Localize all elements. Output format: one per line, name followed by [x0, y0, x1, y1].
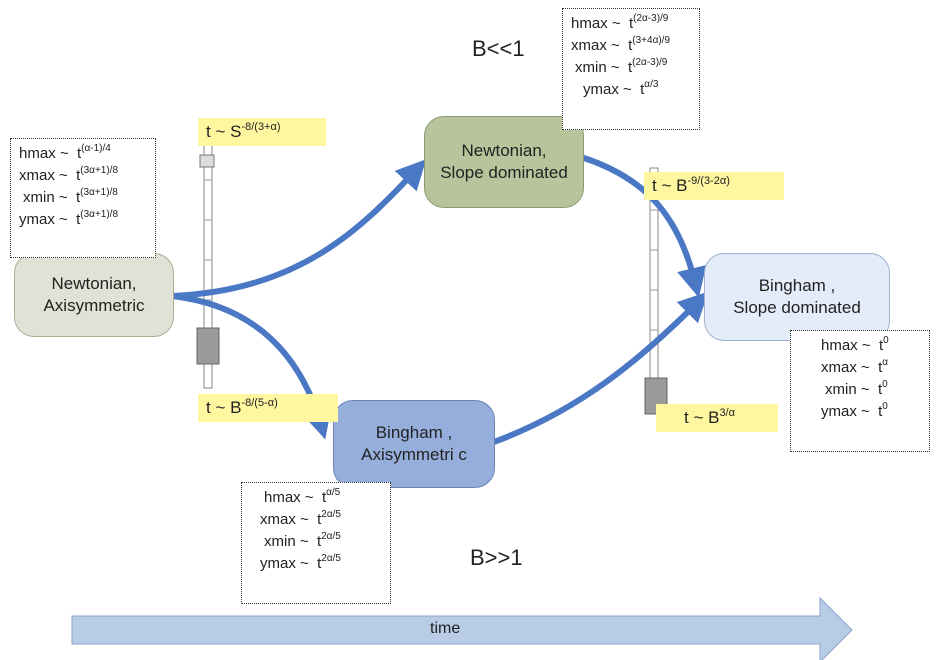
transition-to-newtonian-slope: t ~ S-8/(3+α): [198, 118, 326, 146]
scaling-box-newtonian-axisymmetric: hmax ~ t(α-1)/4 xmax ~ t(3α+1)/8 xmin ~ …: [10, 138, 156, 258]
scaling-hmax: hmax ~ t0: [821, 335, 889, 355]
scaling-xmax: xmax ~ t(3+4α)/9: [571, 35, 671, 55]
slider-newtonian-axisymmetric: [196, 139, 220, 389]
node-line1: Newtonian,: [51, 274, 137, 293]
node-line2: Slope dominated: [733, 298, 861, 317]
node-line1: Bingham ,: [758, 276, 836, 295]
transition-newtonian-slope-to-bingham-slope: t ~ B-9/(3-2α): [644, 172, 784, 200]
regime-low-b: B<<1: [472, 36, 525, 61]
regime-high-b: B>>1: [470, 545, 523, 570]
scaling-box-bingham-slope: hmax ~ t0 xmax ~ tα xmin ~ t0 ymax ~ t0: [790, 330, 930, 452]
scaling-xmax: xmax ~ tα: [821, 357, 889, 377]
transition-bingham-axisymmetric-to-bingham-slope: t ~ B3/α: [656, 404, 778, 432]
scaling-xmax: xmax ~ t2α/5: [260, 509, 341, 529]
scaling-xmin: xmin ~ t(2α-3)/9: [575, 57, 668, 77]
scaling-xmin: xmin ~ t2α/5: [264, 531, 341, 551]
node-newtonian-axisymmetric: Newtonian, Axisymmetric: [14, 253, 174, 337]
arrow-newtonian-slope-to-bingham-slope: [581, 155, 707, 298]
time-arrow: [71, 596, 853, 660]
arrow-to-newtonian-slope: [169, 159, 427, 299]
scaling-ymax: ymax ~ t0: [821, 401, 888, 421]
node-bingham-axisymmetric: Bingham , Axisymmetri c: [333, 400, 495, 488]
scaling-ymax: ymax ~ tα/3: [583, 79, 659, 99]
scaling-box-newtonian-slope: hmax ~ t(2α-3)/9 xmax ~ t(3+4α)/9 xmin ~…: [562, 8, 700, 130]
scaling-box-bingham-axisymmetric: hmax ~ tα/5 xmax ~ t2α/5 xmin ~ t2α/5 ym…: [241, 482, 391, 604]
node-newtonian-slope: Newtonian, Slope dominated: [424, 116, 584, 208]
node-line2: Axisymmetri c: [361, 445, 467, 464]
node-line2: Slope dominated: [440, 163, 568, 182]
arrow-bingham-axisymmetric-to-bingham-slope: [491, 291, 709, 445]
scaling-hmax: hmax ~ t(2α-3)/9: [571, 13, 669, 33]
node-bingham-slope: Bingham , Slope dominated: [704, 253, 890, 341]
node-line1: Newtonian,: [461, 141, 547, 160]
scaling-xmin: xmin ~ t(3α+1)/8: [23, 187, 118, 207]
scaling-xmax: xmax ~ t(3α+1)/8: [19, 165, 119, 185]
scaling-hmax: hmax ~ t(α-1)/4: [19, 143, 111, 163]
time-label: time: [430, 620, 461, 637]
scaling-ymax: ymax ~ t2α/5: [260, 553, 341, 573]
scaling-ymax: ymax ~ t(3α+1)/8: [19, 209, 119, 229]
node-line1: Bingham ,: [375, 423, 453, 442]
scaling-hmax: hmax ~ tα/5: [264, 487, 341, 507]
transition-to-bingham-axisymmetric: t ~ B-8/(5-α): [198, 394, 338, 422]
scaling-xmin: xmin ~ t0: [825, 379, 888, 399]
node-line2: Axisymmetric: [43, 296, 145, 315]
